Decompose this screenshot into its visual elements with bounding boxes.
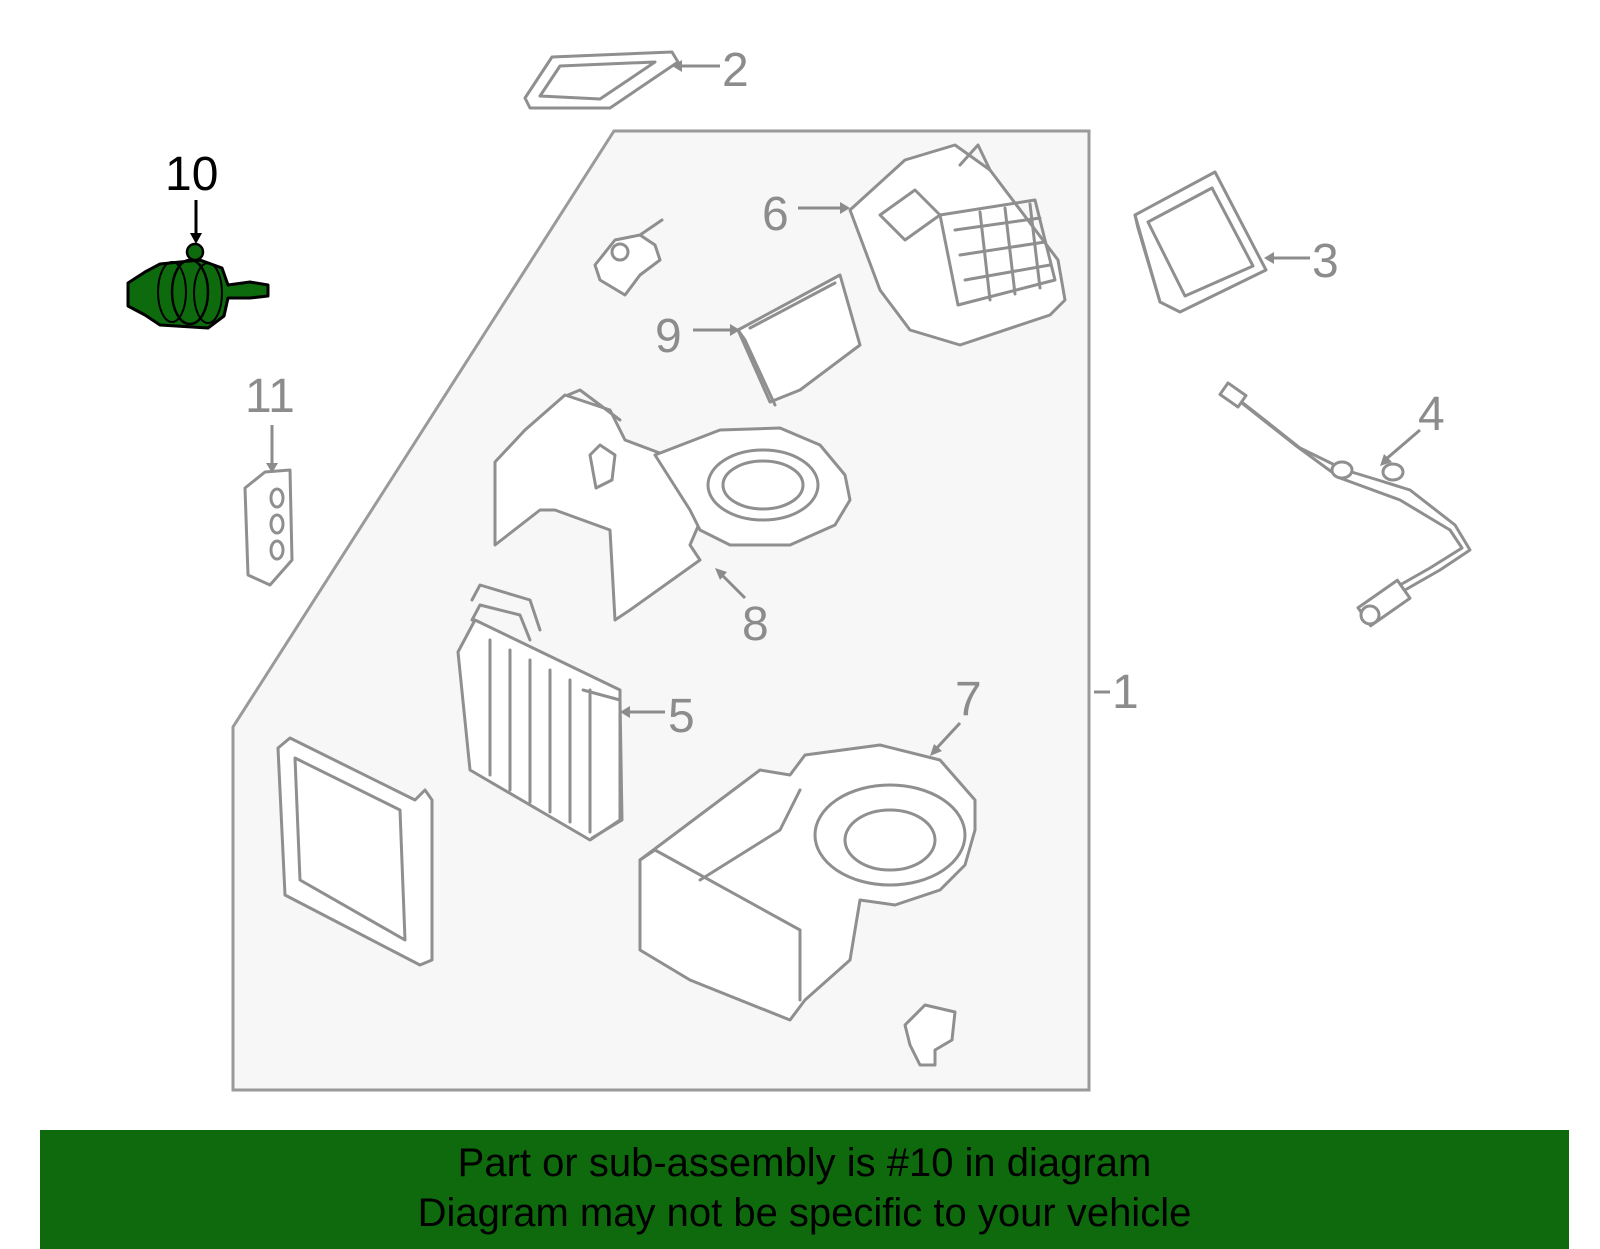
callout-8: 8: [742, 598, 769, 651]
part-8-blower-housing[interactable]: [493, 388, 852, 622]
leader-lines: [190, 60, 1421, 756]
part-6-housing-upper[interactable]: [848, 143, 1067, 347]
clip[interactable]: [903, 1003, 957, 1067]
callout-1: 1: [1112, 666, 1139, 719]
part-11-switch[interactable]: [243, 468, 294, 587]
part-2-filter-cover[interactable]: [523, 50, 680, 110]
callout-2: 2: [722, 44, 749, 97]
part-3-filter[interactable]: [1133, 170, 1268, 314]
part-4-sensor-harness[interactable]: [1218, 381, 1472, 628]
info-banner: Part or sub-assembly is #10 in diagram D…: [40, 1130, 1569, 1249]
part-5-evaporator[interactable]: [456, 583, 624, 842]
part-10-blower-resistor[interactable]: [126, 242, 270, 330]
parts-diagram: 1 2 3 4 5 6 7 8 9 10 11: [126, 44, 1472, 1092]
connector-bracket[interactable]: [593, 218, 664, 297]
banner-line-2: Diagram may not be specific to your vehi…: [417, 1191, 1192, 1235]
callout-4: 4: [1418, 388, 1445, 441]
seal-frame[interactable]: [276, 736, 434, 967]
banner-line-1: Part or sub-assembly is #10 in diagram: [457, 1141, 1152, 1185]
callout-5: 5: [668, 690, 695, 743]
callout-10: 10: [165, 148, 218, 201]
callout-9: 9: [655, 310, 682, 363]
callout-11: 11: [245, 370, 295, 423]
callout-3: 3: [1312, 235, 1339, 288]
callout-6: 6: [762, 188, 789, 241]
callout-7: 7: [955, 673, 982, 726]
part-9-cabin-filter[interactable]: [736, 273, 862, 407]
part-7-lower-case[interactable]: [638, 743, 977, 1022]
